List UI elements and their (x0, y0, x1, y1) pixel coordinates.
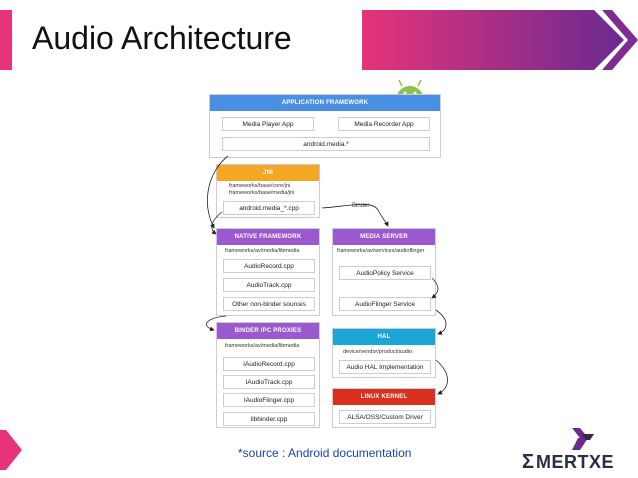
alsa-oss-driver-box: ALSA/OSS/Custom Driver (339, 410, 431, 424)
media-server-path: frameworks/av/services/audioflinger (337, 248, 425, 254)
jni-path-2: frameworks/base/media/jni (229, 190, 295, 196)
hal-block: HAL device/vendor/product/audio Audio HA… (332, 328, 436, 378)
source-note: *source : Android documentation (238, 446, 412, 460)
corner-arrow-graphic (0, 430, 22, 470)
native-framework-header: NATIVE FRAMEWORK (217, 229, 319, 245)
hal-path: device/vendor/product/audio (343, 349, 413, 355)
linux-kernel-header: LINUX KERNEL (333, 389, 435, 405)
android-media-box: android.media.* (222, 137, 430, 151)
jni-header: JNI (217, 165, 319, 181)
arrow-hal-to-kernel (435, 359, 448, 395)
other-non-binder-box: Other non-binder sources (223, 297, 315, 311)
native-framework-path: frameworks/av/media/libmedia (225, 248, 300, 254)
audioflinger-service-box: AudioFlinger Service (339, 297, 431, 311)
app-framework-header: APPLICATION FRAMEWORK (210, 95, 440, 111)
linux-kernel-block: LINUX KERNEL ALSA/OSS/Custom Driver (332, 388, 436, 428)
banner-arrow-graphic (362, 10, 638, 70)
iaudioflinger-cpp-box: IAudioFlinger.cpp (223, 393, 315, 407)
audiorecord-cpp-box: AudioRecord.cpp (223, 259, 315, 273)
iaudiorecord-cpp-box: IAudioRecord.cpp (223, 357, 315, 371)
iaudiotrack-cpp-box: IAudioTrack.cpp (223, 375, 315, 389)
audio-hal-implementation-box: Audio HAL Implementation (339, 360, 431, 374)
hal-header: HAL (333, 329, 435, 345)
logo-text: MERTXE (536, 452, 615, 472)
mirafra-logo-icon (572, 428, 594, 450)
media-server-header: MEDIA SERVER (333, 229, 435, 245)
media-server-block: MEDIA SERVER frameworks/av/services/audi… (332, 228, 436, 316)
arrow-flinger-to-hal (435, 309, 447, 335)
jni-block: JNI frameworks/base/core/jni frameworks/… (216, 164, 320, 218)
audiotrack-cpp-box: AudioTrack.cpp (223, 278, 315, 292)
native-framework-block: NATIVE FRAMEWORK frameworks/av/media/lib… (216, 228, 320, 316)
app-framework-block: APPLICATION FRAMEWORK Media Player App M… (209, 94, 441, 158)
media-player-app-box: Media Player App (222, 117, 314, 131)
title-accent-bar (0, 10, 12, 70)
android-media-cpp-box: android.media_*.cpp (223, 201, 315, 215)
libbinder-cpp-box: libbinder.cpp (223, 412, 315, 426)
binder-ipc-path: frameworks/av/media/libmedia (225, 343, 300, 349)
binder-ipc-header: BINDER IPC PROXIES (217, 323, 319, 339)
logo-sigma-glyph: Ʃ (522, 451, 535, 473)
audiopolicy-service-box: AudioPolicy Service (339, 266, 431, 280)
media-recorder-app-box: Media Recorder App (338, 117, 430, 131)
binder-ipc-block: BINDER IPC PROXIES frameworks/av/media/l… (216, 322, 320, 428)
binder-label: Binder (352, 203, 370, 209)
slide-title: Audio Architecture (32, 20, 292, 56)
jni-path-1: frameworks/base/core/jni (229, 183, 291, 189)
